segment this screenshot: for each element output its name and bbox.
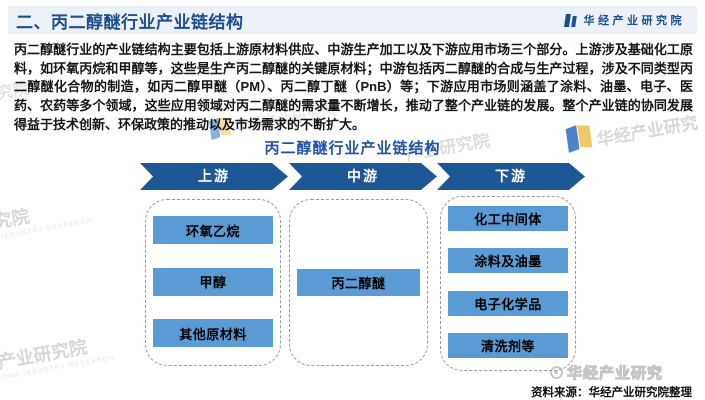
page-title: 二、丙二醇醚行业产业链结构 [16, 12, 244, 32]
stage-banner-downstream: 下游 [437, 163, 585, 190]
source-note: 资料来源：华经产业研究院整理 [531, 387, 692, 399]
watermark-text: 经产业研究院 HUAJING INDUSTRY RESEARCH [0, 337, 116, 385]
downstream-container: 化工中间体 涂料及油墨 电子化学品 清洗剂等 [440, 196, 576, 371]
midstream-item: 丙二醇醚 [297, 269, 420, 296]
downstream-item: 化工中间体 [448, 206, 568, 231]
header-bar: 二、丙二醇醚行业产业链结构 华经产业研究院 [8, 6, 697, 34]
downstream-item: 电子化学品 [448, 290, 568, 316]
huajing-logo-icon [563, 13, 578, 28]
upstream-item: 环氧乙烷 [153, 216, 273, 244]
upstream-item: 甲醇 [153, 267, 273, 296]
weibo-watermark-text: 华经产业研究 [566, 365, 664, 383]
stage-banner-upstream: 上游 [140, 163, 288, 190]
upstream-item: 其他原材料 [153, 319, 273, 347]
watermark-text: 业研究院 HUAJING INDUSTRY RESEARCH [0, 206, 94, 247]
intro-paragraph: 丙二醇醚行业的产业链结构主要包括上游原材料供应、中游生产加工以及下游应用市场三个… [14, 42, 693, 132]
downstream-item: 涂料及油墨 [448, 248, 568, 274]
downstream-item: 清洗剂等 [448, 332, 568, 358]
diagram-title: 丙二醇醚行业产业链结构 [264, 140, 441, 157]
brand-name: 华经产业研究院 [583, 15, 685, 27]
brand-logo: 华经产业研究院 [563, 12, 686, 28]
upstream-container: 环氧乙烷 甲醇 其他原材料 [145, 199, 281, 366]
midstream-container: 丙二醇醚 [289, 199, 428, 366]
stage-banner-midstream: 中游 [289, 163, 437, 190]
